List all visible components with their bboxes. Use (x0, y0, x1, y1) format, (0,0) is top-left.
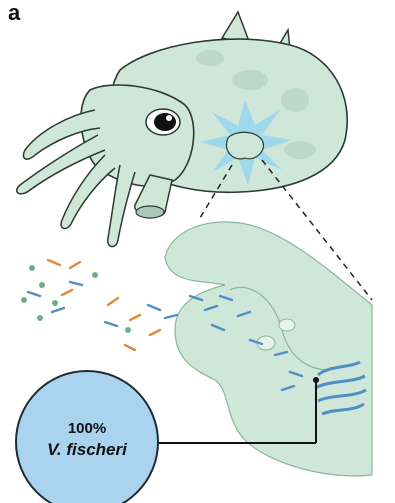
light-organ (226, 132, 263, 159)
callout-line2: V. fischeri (47, 440, 128, 459)
light-organ-enlarged (165, 222, 372, 476)
callout-circle (16, 371, 158, 503)
squid-illustration (17, 12, 347, 247)
callout-line1: 100% (68, 420, 106, 437)
